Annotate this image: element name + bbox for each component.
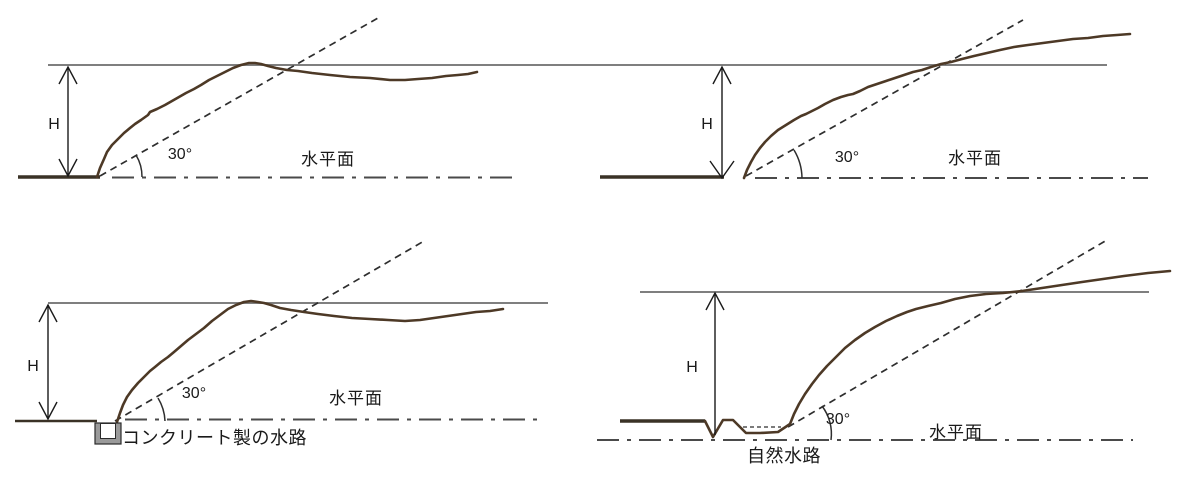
panel4-terrain-line [788,269,1172,426]
panel4-angle-label: 30° [826,411,850,428]
panel-bottom-right: H 30° 水平面 自然水路 [597,239,1172,466]
panel2-height-label: H [701,116,713,133]
panel4-plane-label: 水平面 [929,423,983,442]
panel3-angle-label: 30° [182,385,206,402]
panel4-angle-arc [821,405,833,441]
panel1-arrowhead-down-icon [58,158,78,178]
panel2-30deg-dashed-line [745,19,1024,177]
panel1-plane-label: 水平面 [301,150,355,169]
panel3-angle-arc [157,397,166,422]
panel3-arrowhead-down-icon [38,401,58,421]
panel2-arrowhead-down-icon [709,160,735,180]
panel3-channel-label: コンクリート製の水路 [122,428,307,448]
panel3-terrain-line [115,299,505,424]
panel1-30deg-dashed-line [99,17,379,177]
panel-top-right: H 30° 水平面 [600,19,1148,180]
panel2-terrain-line [742,32,1132,180]
panel3-plane-label: 水平面 [329,389,383,408]
panel4-30deg-dashed-line [787,239,1108,428]
panel4-arrowhead-up-icon [705,291,725,311]
panel4-channel-label: 自然水路 [747,446,821,466]
panel1-angle-arc [135,154,143,178]
panel-bottom-left: H 30° 水平面 コンクリート製の水路 [15,240,548,448]
panel1-height-label: H [48,116,60,133]
panel3-height-label: H [27,358,39,375]
panel4-height-label: H [686,359,698,376]
panel-top-left: H 30° 水平面 [18,17,513,179]
panel3-arrowhead-up-icon [38,303,58,323]
panel4-ditch-profile-line [703,418,792,439]
panel1-arrowhead-up-icon [58,65,78,85]
panel2-angle-arc [793,149,803,179]
panel2-plane-label: 水平面 [948,149,1002,168]
panel2-angle-label: 30° [835,149,859,166]
panel3-concrete-channel [94,422,122,445]
panel2-arrowhead-up-icon [712,65,732,85]
panel1-angle-label: 30° [168,146,192,163]
panel1-terrain-line [95,61,479,179]
concrete-channel-cavity [100,423,116,439]
